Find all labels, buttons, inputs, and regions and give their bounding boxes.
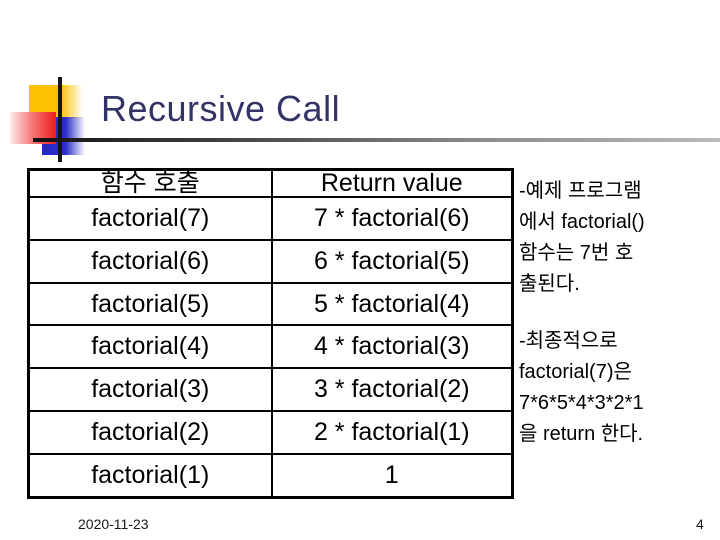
table-header-row: 함수 호출 Return value <box>27 168 514 198</box>
note-call-count: -예제 프로그램 에서 factorial() 함수는 7번 호 출된다. <box>519 180 645 295</box>
notes-panel: -예제 프로그램 에서 factorial() 함수는 7번 호 출된다. -최… <box>519 176 717 476</box>
call-cell: factorial(1) <box>27 452 273 499</box>
call-cell: factorial(7) <box>27 196 273 241</box>
call-cell: factorial(2) <box>27 410 273 455</box>
table-row: factorial(7) 7 * factorial(6) <box>27 196 514 241</box>
table-row: factorial(6) 6 * factorial(5) <box>27 238 514 284</box>
table-row: factorial(3) 3 * factorial(2) <box>27 367 514 413</box>
call-cell: factorial(4) <box>27 324 273 370</box>
slide-title: Recursive Call <box>101 88 341 129</box>
title-underline-rule <box>33 138 720 142</box>
return-cell: 4 * factorial(3) <box>270 324 514 370</box>
call-cell: factorial(6) <box>27 238 273 284</box>
footer-date: 2020-11-23 <box>78 516 149 532</box>
table-row: factorial(4) 4 * factorial(3) <box>27 324 514 370</box>
table-row: factorial(1) 1 <box>27 452 514 499</box>
table-row: factorial(2) 2 * factorial(1) <box>27 410 514 455</box>
return-cell: 5 * factorial(4) <box>270 281 514 327</box>
return-cell: 3 * factorial(2) <box>270 367 514 413</box>
return-column-header: Return value <box>270 168 514 198</box>
return-cell: 6 * factorial(5) <box>270 238 514 284</box>
decoration-vertical-line <box>58 77 62 162</box>
table-row: factorial(5) 5 * factorial(4) <box>27 281 514 327</box>
note-final-return: -최종적으로 factorial(7)은 7*6*5*4*3*2*1 을 ret… <box>519 330 644 445</box>
return-cell: 1 <box>270 452 514 499</box>
call-column-header: 함수 호출 <box>27 168 273 198</box>
return-cell: 7 * factorial(6) <box>270 196 514 241</box>
factorial-call-table: 함수 호출 Return value factorial(7) 7 * fact… <box>27 168 514 499</box>
return-cell: 2 * factorial(1) <box>270 410 514 455</box>
call-cell: factorial(5) <box>27 281 273 327</box>
footer-page-number: 4 <box>696 516 704 532</box>
call-cell: factorial(3) <box>27 367 273 413</box>
